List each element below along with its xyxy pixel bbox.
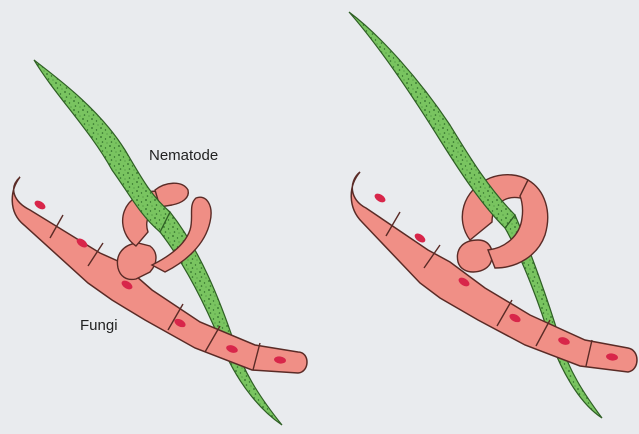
nucleus <box>33 199 47 211</box>
label-fungi: Fungi <box>80 317 118 334</box>
nucleus <box>373 192 387 204</box>
panel-left: Nematode Fungi <box>12 60 307 425</box>
nematode-body-upper <box>34 60 170 232</box>
label-nematode: Nematode <box>149 147 218 164</box>
panel-right <box>349 12 637 418</box>
nematode-body-upper <box>349 12 515 228</box>
